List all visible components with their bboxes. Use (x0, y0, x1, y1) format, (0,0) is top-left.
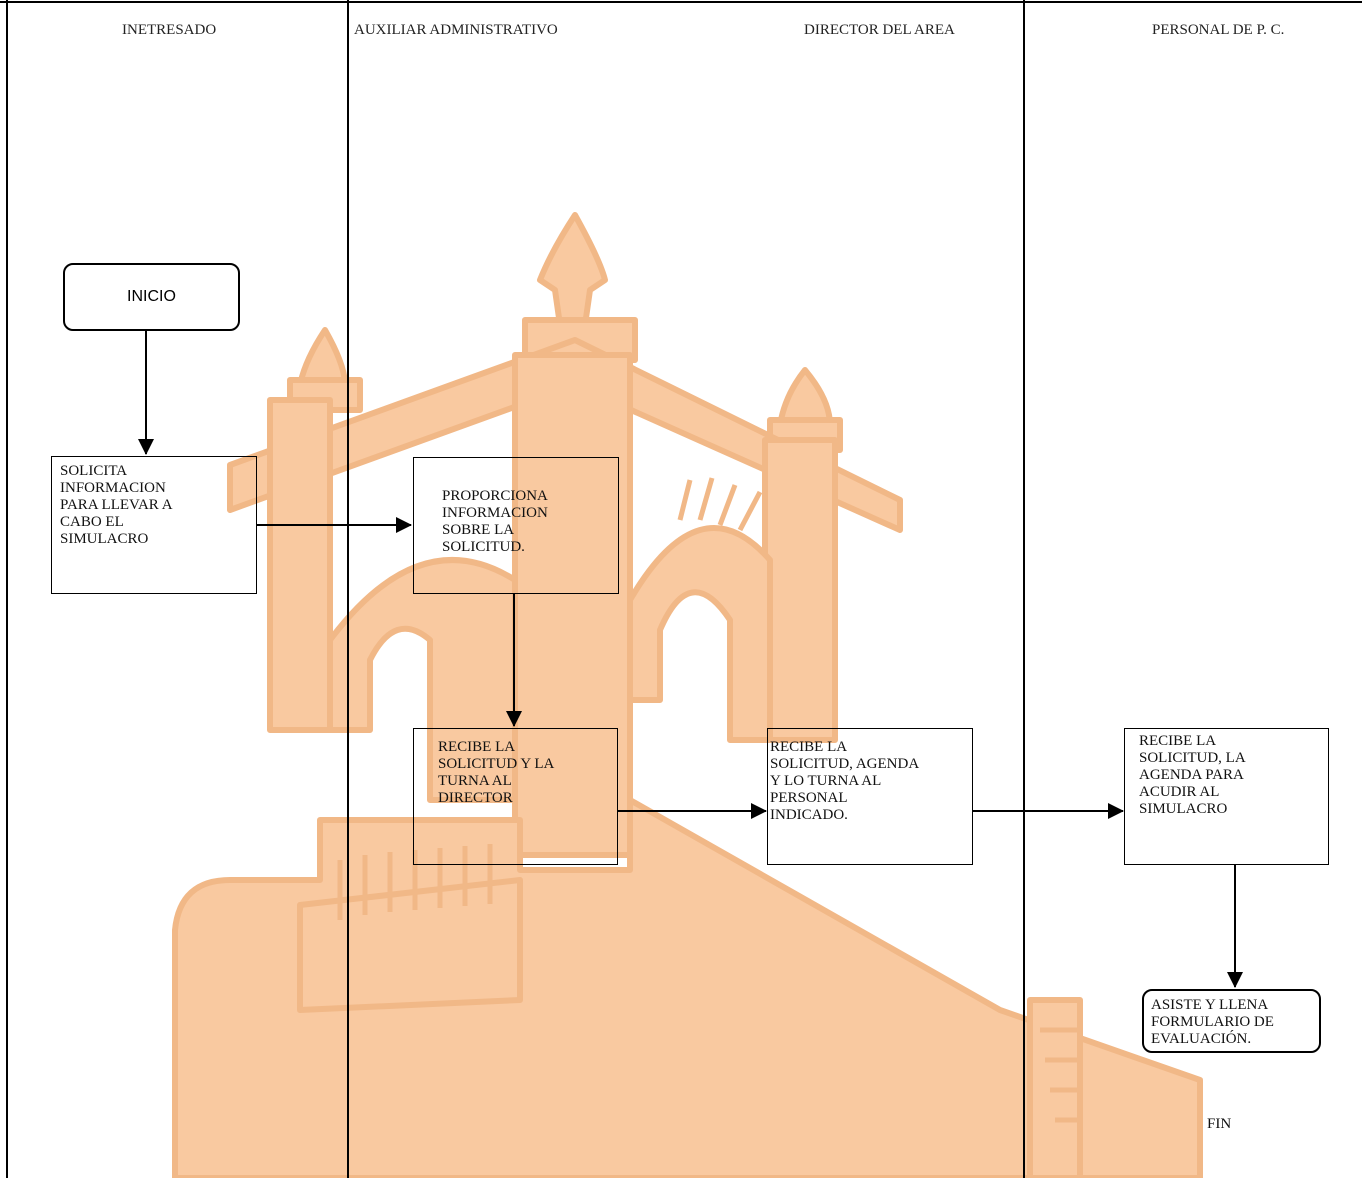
process-recibe-aux-label: RECIBE LA SOLICITUD Y LA TURNA AL DIRECT… (438, 739, 555, 806)
process-recibe-solicitud-dir: RECIBE LA SOLICITUD, AGENDA Y LO TURNA A… (767, 728, 973, 865)
process-proporciona-label: PROPORCIONA INFORMACION SOBRE LA SOLICIT… (442, 488, 548, 555)
process-recibe-dir-label: RECIBE LA SOLICITUD, AGENDA Y LO TURNA A… (770, 739, 920, 823)
start-label: INICIO (127, 288, 176, 305)
lane-title-personal-pc: PERSONAL DE P. C. (1152, 22, 1285, 38)
lane-title-director-del-area: DIRECTOR DEL AREA (804, 22, 955, 38)
process-recibe-solicitud-pc: RECIBE LA SOLICITUD, LA AGENDA PARA ACUD… (1124, 728, 1329, 865)
process-asiste-label: ASISTE Y LLENA FORMULARIO DE EVALUACIÓN. (1151, 997, 1274, 1047)
process-recibe-solicitud-aux: RECIBE LA SOLICITUD Y LA TURNA AL DIRECT… (413, 728, 618, 865)
process-solicita-informacion: SOLICITA INFORMACION PARA LLEVAR A CABO … (51, 456, 257, 594)
process-recibe-pc-label: RECIBE LA SOLICITUD, LA AGENDA PARA ACUD… (1139, 733, 1246, 817)
start-terminal: INICIO (63, 263, 240, 331)
end-label: FIN (1207, 1116, 1232, 1132)
process-solicita-label: SOLICITA INFORMACION PARA LLEVAR A CABO … (60, 463, 173, 547)
lane-title-interesado: INETRESADO (122, 22, 217, 38)
lane-title-auxiliar-administrativo: AUXILIAR ADMINISTRATIVO (354, 22, 558, 38)
process-proporciona-informacion: PROPORCIONA INFORMACION SOBRE LA SOLICIT… (413, 457, 619, 594)
process-asiste-formulario: ASISTE Y LLENA FORMULARIO DE EVALUACIÓN. (1142, 989, 1321, 1053)
